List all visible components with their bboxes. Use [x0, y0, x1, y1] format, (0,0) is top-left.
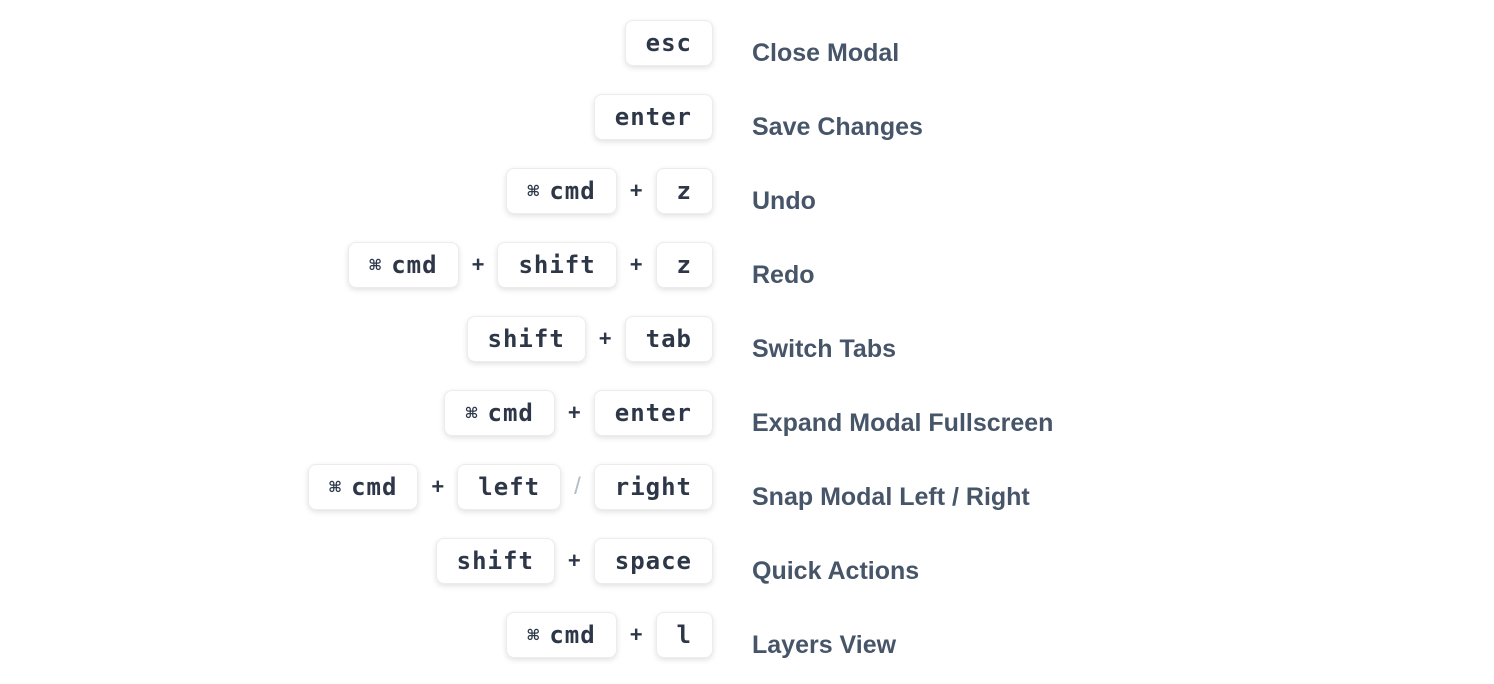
- key-label: tab: [645, 325, 692, 353]
- key-label: cmd: [549, 177, 596, 205]
- key-label: esc: [645, 29, 692, 57]
- shortcut-keys: shift + tab: [0, 316, 713, 362]
- shortcut-keys: enter: [0, 94, 713, 140]
- command-icon: ⌘: [329, 475, 342, 499]
- shortcut-keys: esc: [0, 20, 713, 66]
- key-cap-cmd: ⌘ cmd: [308, 464, 419, 510]
- shortcut-label: Layers View: [752, 630, 897, 659]
- key-cap: z: [655, 168, 713, 214]
- key-label: shift: [456, 547, 534, 575]
- command-icon: ⌘: [465, 401, 478, 425]
- shortcut-keys: ⌘ cmd + left / right: [0, 464, 713, 510]
- key-cap: right: [593, 464, 713, 510]
- shortcut-keys: ⌘ cmd + l: [0, 612, 713, 658]
- key-cap: left: [457, 464, 562, 510]
- command-icon: ⌘: [527, 623, 540, 647]
- plus-separator: +: [567, 400, 581, 425]
- shortcut-row: esc Close Modal: [0, 6, 1494, 80]
- shortcut-keys: ⌘ cmd + shift + z: [0, 242, 713, 288]
- slash-separator: /: [574, 473, 581, 500]
- key-label: shift: [518, 251, 596, 279]
- key-cap: enter: [593, 390, 713, 436]
- plus-separator: +: [471, 252, 485, 277]
- key-label: cmd: [391, 251, 438, 279]
- shortcut-label: Quick Actions: [752, 556, 920, 585]
- shortcut-row: shift + space Quick Actions: [0, 524, 1494, 598]
- key-label: space: [614, 547, 692, 575]
- shortcut-label: Redo: [752, 260, 815, 289]
- shortcut-label: Switch Tabs: [752, 334, 897, 363]
- shortcut-keys: ⌘ cmd + z: [0, 168, 713, 214]
- plus-separator: +: [629, 178, 643, 203]
- key-cap-cmd: ⌘ cmd: [506, 168, 617, 214]
- shortcut-row: ⌘ cmd + enter Expand Modal Fullscreen: [0, 376, 1494, 450]
- plus-separator: +: [629, 622, 643, 647]
- shortcut-label: Close Modal: [752, 38, 900, 67]
- key-cap: esc: [624, 20, 713, 66]
- key-label: cmd: [351, 473, 398, 501]
- shortcut-label: Undo: [752, 186, 816, 215]
- plus-separator: +: [598, 326, 612, 351]
- shortcut-row: enter Save Changes: [0, 80, 1494, 154]
- plus-separator: +: [567, 548, 581, 573]
- key-label: cmd: [549, 621, 596, 649]
- shortcut-row: ⌘ cmd + left / right Snap Modal Left / Right: [0, 450, 1494, 524]
- key-label: cmd: [487, 399, 534, 427]
- key-cap: z: [655, 242, 713, 288]
- key-cap-cmd: ⌘ cmd: [444, 390, 555, 436]
- plus-separator: +: [431, 474, 445, 499]
- shortcut-row: ⌘ cmd + shift + z Redo: [0, 228, 1494, 302]
- command-icon: ⌘: [369, 253, 382, 277]
- key-cap: l: [655, 612, 713, 658]
- key-label: l: [676, 621, 692, 649]
- key-cap: space: [593, 538, 713, 584]
- key-label: enter: [614, 399, 692, 427]
- key-label: z: [676, 177, 692, 205]
- key-cap-cmd: ⌘ cmd: [348, 242, 459, 288]
- shortcut-keys: shift + space: [0, 538, 713, 584]
- key-cap: tab: [624, 316, 713, 362]
- shortcut-label: Snap Modal Left / Right: [752, 482, 1030, 511]
- key-cap: shift: [497, 242, 617, 288]
- key-cap: shift: [466, 316, 586, 362]
- key-cap: shift: [435, 538, 555, 584]
- key-label: enter: [614, 103, 692, 131]
- plus-separator: +: [629, 252, 643, 277]
- shortcut-label: Save Changes: [752, 112, 923, 141]
- shortcut-row: ⌘ cmd + l Layers View: [0, 598, 1494, 672]
- key-label: right: [614, 473, 692, 501]
- key-cap-cmd: ⌘ cmd: [506, 612, 617, 658]
- key-label: shift: [487, 325, 565, 353]
- shortcut-keys: ⌘ cmd + enter: [0, 390, 713, 436]
- command-icon: ⌘: [527, 179, 540, 203]
- shortcut-row: shift + tab Switch Tabs: [0, 302, 1494, 376]
- shortcut-row: ⌘ cmd + z Undo: [0, 154, 1494, 228]
- shortcut-label: Expand Modal Fullscreen: [752, 408, 1054, 437]
- key-label: z: [676, 251, 692, 279]
- key-label: left: [478, 473, 541, 501]
- key-cap: enter: [593, 94, 713, 140]
